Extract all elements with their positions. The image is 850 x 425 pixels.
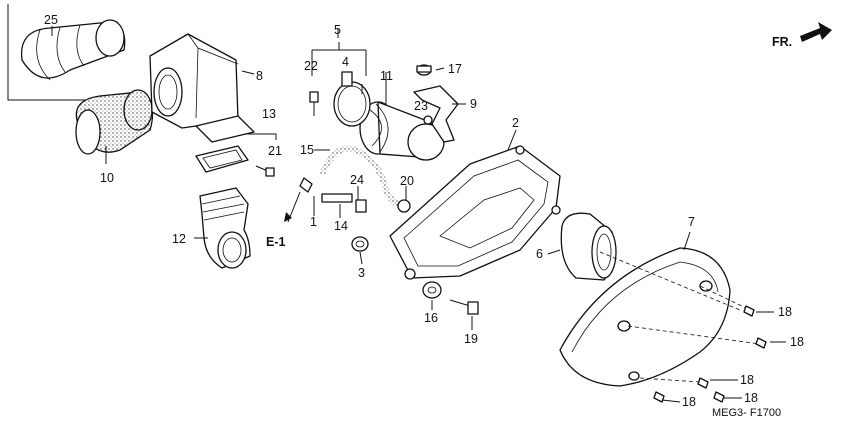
front-marker-label: FR. <box>772 35 792 49</box>
callout-11: 11 <box>380 69 393 83</box>
callout-18-e: 18 <box>682 395 696 409</box>
callout-3: 3 <box>358 266 365 280</box>
callout-9: 9 <box>470 97 477 111</box>
part-10-mesh-sleeve <box>75 89 154 155</box>
callout-18-d: 18 <box>744 391 758 405</box>
diagram-code: MEG3- F1700 <box>712 407 781 419</box>
callout-10: 10 <box>100 171 114 185</box>
leader-lines <box>51 26 786 403</box>
callout-5: 5 <box>334 23 341 37</box>
part-11-connecting-tube <box>359 101 445 161</box>
callout-4: 4 <box>342 55 349 69</box>
part-16-grommet <box>422 281 442 299</box>
part-3-collar <box>351 236 369 252</box>
callout-1: 1 <box>310 215 317 229</box>
part-21-screw <box>255 165 275 177</box>
callout-7: 7 <box>688 215 695 229</box>
part-8-intake-cover <box>149 33 239 129</box>
part-7-outer-cover <box>559 247 731 387</box>
part-19-bolt <box>449 299 479 315</box>
callout-6: 6 <box>536 247 543 261</box>
e1-reference-arrow <box>284 212 292 222</box>
part-15-drain-tube <box>319 145 409 210</box>
callout-15: 15 <box>300 143 314 157</box>
part-12-intake-duct <box>199 187 251 269</box>
part-9-stay-bracket <box>413 85 459 143</box>
callout-21: 21 <box>268 144 282 158</box>
callout-16: 16 <box>424 311 438 325</box>
callout-23: 23 <box>414 99 428 113</box>
callout-22: 22 <box>304 59 318 73</box>
callout-17: 17 <box>448 62 462 76</box>
callout-14: 14 <box>334 219 348 233</box>
part-24-clip <box>355 199 367 213</box>
part-23-bolt <box>423 115 433 125</box>
callout-24: 24 <box>350 173 364 187</box>
part-2-air-cleaner-case <box>389 145 561 280</box>
part-22-screw <box>309 91 319 116</box>
callout-25: 25 <box>44 13 58 27</box>
part-25-mesh-duct <box>20 19 126 81</box>
callout-13: 13 <box>262 107 276 121</box>
callout-18-b: 18 <box>790 335 804 349</box>
part-20-clip <box>397 199 411 213</box>
callout-18-c: 18 <box>740 373 754 387</box>
part-6-filter-element <box>560 212 617 281</box>
part-4-band-clamp <box>333 71 371 127</box>
alignment-lines <box>599 251 761 383</box>
part-1-clip <box>299 177 313 193</box>
callout-20: 20 <box>400 174 414 188</box>
callout-2: 2 <box>512 116 519 130</box>
part-13-gasket-frame <box>195 115 255 173</box>
front-arrow-icon <box>800 22 832 42</box>
part-18-screws <box>653 305 767 403</box>
part-17-grommet <box>416 64 432 76</box>
part-14-plug <box>321 193 353 203</box>
callout-12: 12 <box>172 232 186 246</box>
callout-19: 19 <box>464 332 478 346</box>
callout-8: 8 <box>256 69 263 83</box>
reference-label-e1: E-1 <box>266 235 286 249</box>
callout-18-a: 18 <box>778 305 792 319</box>
